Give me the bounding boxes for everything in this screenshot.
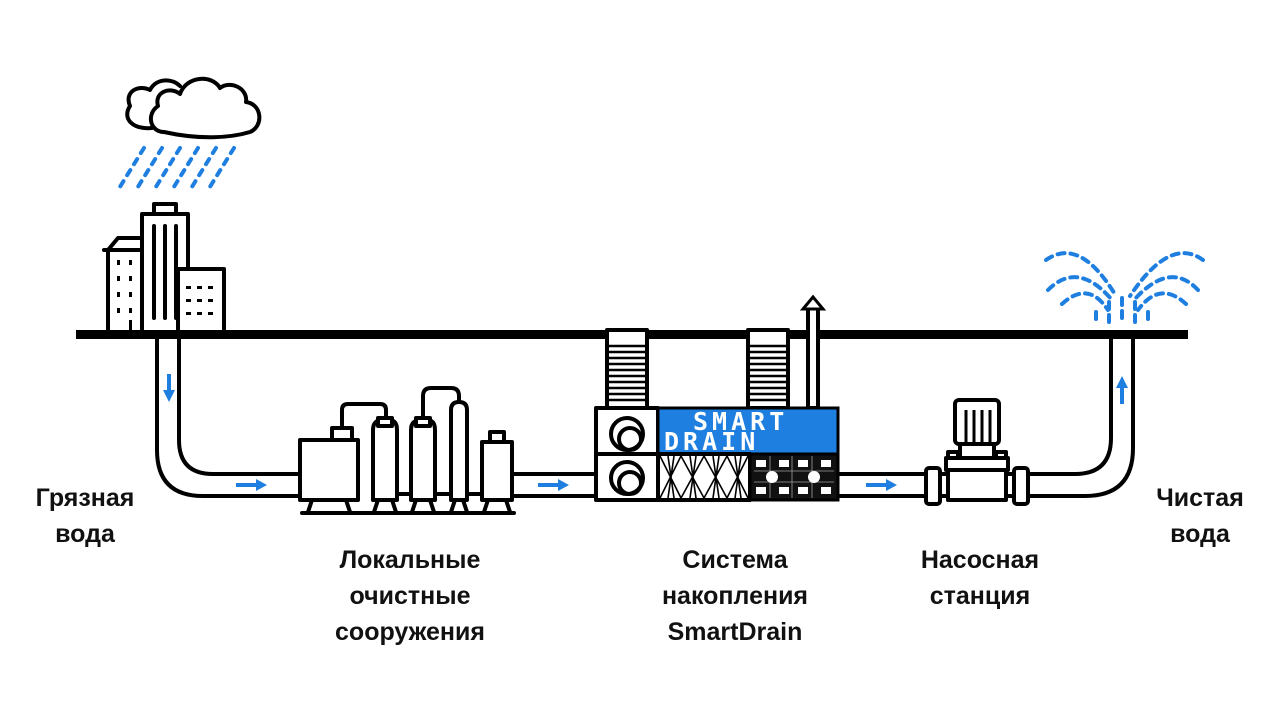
stage-label-dirty-water: Грязная вода	[10, 480, 160, 552]
brand-panel	[656, 406, 840, 456]
label-line: Чистая	[1156, 484, 1244, 512]
brand-line2: DRAIN	[664, 427, 759, 456]
fountain-icon	[1044, 251, 1205, 324]
label-line: SmartDrain	[667, 618, 803, 646]
city-buildings-icon	[102, 202, 226, 336]
stage-label-pump: Насосная станция	[880, 542, 1080, 614]
rain-cloud-icon	[116, 77, 262, 192]
pipe-segment	[836, 472, 934, 498]
stage-label-clean-water: Чистая вода	[1125, 480, 1275, 552]
flow-arrow-icon	[163, 374, 1128, 491]
treatment-tanks-icon	[298, 386, 516, 515]
outlet-pipe	[1024, 337, 1135, 498]
label-line: станция	[929, 582, 1031, 610]
pipe-segment	[510, 472, 600, 498]
pump-icon	[924, 398, 1030, 506]
label-line: Система	[682, 546, 788, 574]
label-line: вода	[55, 520, 115, 548]
stage-label-treatment: Локальные очистные сооружения	[295, 542, 525, 650]
label-line: очистные	[349, 582, 471, 610]
label-line: вода	[1170, 520, 1230, 548]
label-line: Грязная	[35, 484, 135, 512]
brand-line1: SMART	[693, 407, 788, 436]
inlet-pipe	[155, 337, 302, 498]
label-line: Локальные	[339, 546, 481, 574]
stage-label-storage: Система накопления SmartDrain	[620, 542, 850, 650]
label-line: Насосная	[920, 546, 1040, 574]
smartdrain-module-icon: SMART DRAIN	[594, 294, 840, 502]
rain-drops	[116, 146, 236, 192]
label-line: сооружения	[335, 618, 485, 646]
label-line: накопления	[661, 582, 809, 610]
